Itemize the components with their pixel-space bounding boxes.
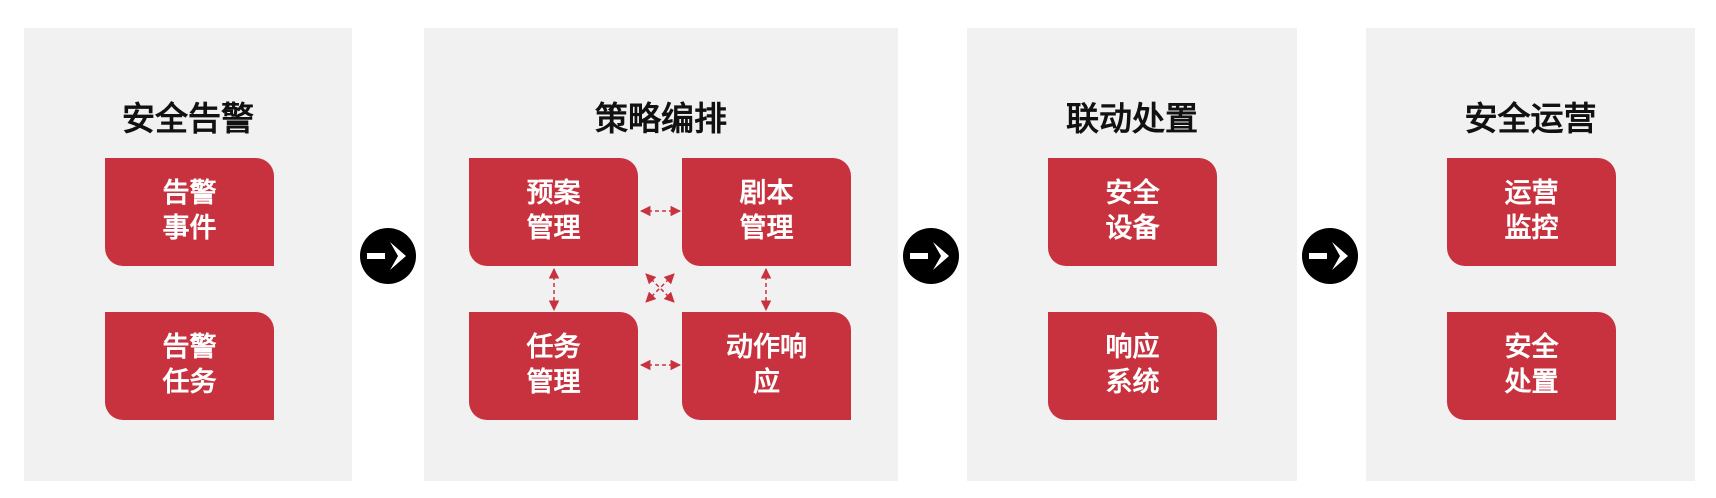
box-action-response[interactable]: 动作响应	[682, 312, 851, 420]
panel-security-alert: 安全告警 告警事件 告警任务	[24, 28, 352, 481]
panel-title: 安全告警	[122, 99, 254, 138]
box-response-system[interactable]: 响应系统	[1048, 312, 1217, 420]
panel-linked-disposal: 联动处置 安全设备 响应系统	[967, 28, 1297, 481]
box-playbook-management[interactable]: 剧本管理	[682, 158, 851, 266]
panel-title: 安全运营	[1464, 99, 1597, 138]
box-task-management[interactable]: 任务管理	[469, 312, 638, 420]
arrow-right-circle-icon	[360, 228, 416, 284]
panel-title: 策略编排	[595, 99, 727, 138]
link-diagonal-2	[645, 273, 675, 303]
box-alert-task[interactable]: 告警任务	[105, 312, 274, 420]
box-operations-monitoring[interactable]: 运营监控	[1447, 158, 1616, 266]
box-alert-event[interactable]: 告警事件	[105, 158, 274, 266]
link-diagonal-1	[645, 273, 675, 303]
panel-title: 联动处置	[1066, 99, 1198, 138]
arrow-right-circle-icon	[1302, 228, 1358, 284]
box-security-disposal[interactable]: 安全处置	[1447, 312, 1616, 420]
panel-security-operations: 安全运营 运营监控 安全处置	[1366, 28, 1695, 481]
box-security-device[interactable]: 安全设备	[1048, 158, 1217, 266]
box-plan-management[interactable]: 预案管理	[469, 158, 638, 266]
arrow-right-circle-icon	[903, 228, 959, 284]
panel-strategy-orchestration: 策略编排 预案管理 剧本管理 任务管理 动作响应	[424, 28, 898, 481]
